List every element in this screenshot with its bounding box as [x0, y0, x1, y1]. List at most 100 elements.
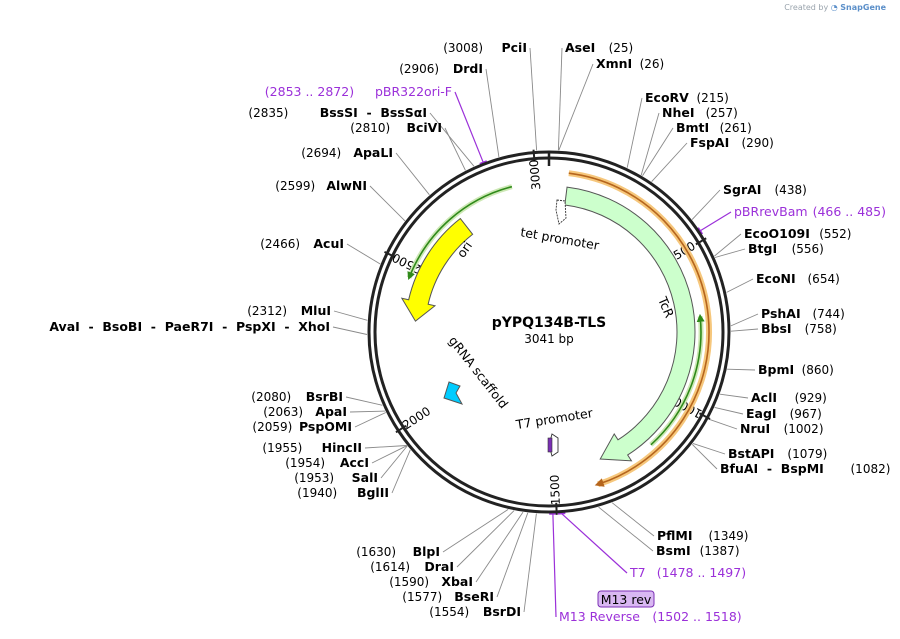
enzyme-name[interactable]: ApaLI: [353, 145, 393, 160]
enzyme-name[interactable]: DraI: [424, 559, 454, 574]
enzyme-name[interactable]: BsmI: [656, 543, 691, 558]
enzyme-position: (552): [819, 227, 851, 241]
enzyme-position: (438): [775, 183, 807, 197]
enzyme-position: (1387): [700, 544, 740, 558]
enzyme-position: (2906): [399, 62, 439, 76]
enzyme-name[interactable]: AlwNI: [326, 178, 367, 193]
enzyme-leader-line: [598, 506, 654, 552]
primer-binding-mark: [479, 160, 488, 165]
orf-arc-green-left-line: [407, 185, 513, 281]
tick-mark: [698, 412, 711, 420]
enzyme-name[interactable]: DrdI: [453, 61, 483, 76]
plasmid-size: 3041 bp: [524, 332, 574, 346]
enzyme-name[interactable]: BlpI: [413, 544, 440, 559]
enzyme-leader-line: [714, 233, 742, 257]
enzyme-name[interactable]: ApaI: [315, 404, 347, 419]
enzyme-name[interactable]: XmnI: [596, 56, 632, 71]
tick-mark: [384, 251, 396, 259]
enzyme-position: (25): [609, 41, 634, 55]
enzyme-name[interactable]: BmtI: [676, 120, 709, 135]
enzyme-name[interactable]: SgrAI: [723, 182, 761, 197]
enzyme-leader-line: [642, 127, 674, 177]
feature-tet-promoter[interactable]: [555, 199, 567, 225]
feature-label-tet-promoter: tet promoter: [519, 224, 601, 253]
primer-binding-mark: [697, 227, 704, 235]
enzyme-name[interactable]: SalI: [352, 470, 378, 485]
primer-leader-line: [561, 513, 628, 574]
feature-lac-operator[interactable]: [547, 437, 553, 453]
enzyme-position: (2835): [248, 106, 288, 120]
primer-range: (1502 .. 1518): [652, 609, 741, 624]
enzyme-name[interactable]: BtgI: [748, 241, 777, 256]
enzyme-leader-line: [529, 47, 538, 151]
enzyme-name[interactable]: AclI: [751, 390, 777, 405]
feature-ori[interactable]: [400, 217, 474, 322]
enzyme-position: (2059): [252, 420, 292, 434]
enzyme-name[interactable]: EcoNI: [756, 271, 796, 286]
enzyme-position: (215): [697, 91, 729, 105]
enzyme-name[interactable]: MluI: [301, 303, 331, 318]
enzyme-leader-line: [395, 152, 430, 196]
enzyme-leader-line: [380, 445, 408, 479]
enzyme-name[interactable]: AccI: [340, 455, 369, 470]
enzyme-name[interactable]: BglII: [357, 485, 389, 500]
enzyme-name[interactable]: PflMI: [657, 528, 693, 543]
enzyme-position: (3008): [443, 41, 483, 55]
primer-range: (466 .. 485): [813, 204, 886, 219]
enzyme-name[interactable]: XbaI: [441, 574, 473, 589]
tick-mark: [555, 502, 558, 515]
enzyme-name[interactable]: EagI: [746, 406, 777, 421]
site-labels: (3008) PciI (25) AseI (26) XmnI (2906) DrdI (283…: [49, 40, 890, 624]
enzyme-name[interactable]: AvaI - BsoBI - PaeR7I - PspXI - XhoI: [49, 319, 330, 334]
enzyme-leader-line: [523, 513, 537, 613]
enzyme-position: (26): [640, 57, 665, 71]
m13-rev-badge-box[interactable]: [597, 590, 655, 608]
primer-binding-mark: [557, 512, 566, 515]
enzyme-position: (860): [802, 363, 834, 377]
primer-name[interactable]: pBRrevBam: [734, 204, 808, 219]
enzyme-name[interactable]: NheI: [662, 105, 695, 120]
enzyme-position: (758): [805, 322, 837, 336]
feature-tcr[interactable]: [564, 186, 696, 462]
enzyme-position: (2810): [350, 121, 390, 135]
enzyme-name[interactable]: BbsI: [761, 321, 792, 336]
enzyme-name[interactable]: PspOMI: [299, 419, 352, 434]
enzyme-name[interactable]: NruI: [740, 421, 770, 436]
primer-name[interactable]: pBR322ori-F: [375, 84, 452, 99]
enzyme-name[interactable]: AseI: [565, 40, 595, 55]
enzyme-position: (1002): [784, 422, 824, 436]
enzyme-name[interactable]: EcoRV: [645, 90, 689, 105]
primer-name[interactable]: T7: [629, 565, 646, 580]
enzyme-position: (967): [790, 407, 822, 421]
enzyme-leader-line: [558, 63, 594, 151]
enzyme-name[interactable]: EcoO109I: [744, 226, 810, 241]
enzyme-name[interactable]: BfuAI - BspMI: [720, 461, 824, 476]
enzyme-name[interactable]: BssSI - BssSαI: [320, 105, 427, 120]
enzyme-position: (654): [808, 272, 840, 286]
primer-leader-line: [454, 91, 484, 163]
enzyme-name[interactable]: BsrDI: [483, 604, 521, 619]
enzyme-name[interactable]: PshAI: [761, 306, 801, 321]
enzyme-leader-line: [626, 97, 643, 168]
enzyme-name[interactable]: HincII: [322, 440, 362, 455]
feature-gRNA-scaffold[interactable]: [443, 381, 464, 405]
enzyme-leader-line: [692, 442, 726, 455]
enzyme-name[interactable]: BseRI: [454, 589, 494, 604]
enzyme-leader-line: [727, 368, 756, 371]
enzyme-position: (261): [720, 121, 752, 135]
tick-mark: [695, 237, 707, 246]
enzyme-name[interactable]: AcuI: [313, 236, 344, 251]
enzyme-name[interactable]: BsrBI: [306, 389, 343, 404]
enzyme-name[interactable]: PciI: [501, 40, 527, 55]
enzyme-position: (1940): [297, 486, 337, 500]
enzyme-name[interactable]: BciVI: [406, 120, 442, 135]
primer-name[interactable]: M13 Reverse: [559, 609, 640, 624]
enzyme-leader-line: [708, 418, 738, 430]
enzyme-name[interactable]: BpmI: [758, 362, 794, 377]
snapgene-logo-icon: ◔: [830, 3, 838, 12]
enzyme-name[interactable]: BstAPI: [728, 446, 774, 461]
enzyme-name[interactable]: FspAI: [690, 135, 729, 150]
enzyme-leader-line: [371, 445, 408, 464]
primer-leader-line: [552, 513, 557, 618]
